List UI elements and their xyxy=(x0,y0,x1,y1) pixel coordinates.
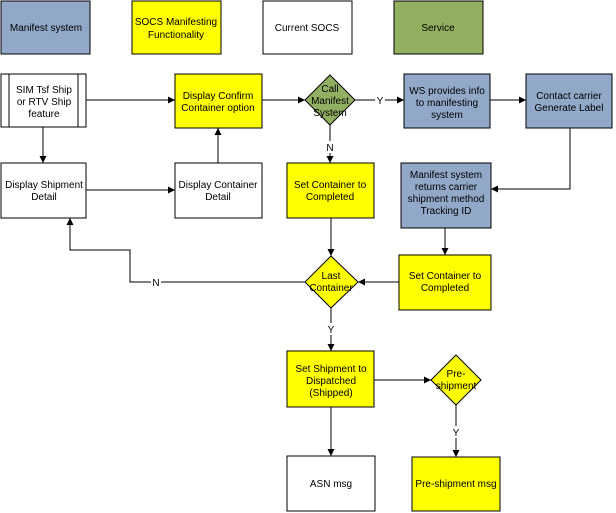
node-display-shipment-detail-line2: Detail xyxy=(31,192,57,203)
node-last-container-line1: Last xyxy=(322,271,341,282)
legend-socs-manifesting-label-line1: SOCS Manifesting xyxy=(135,17,217,28)
node-display-confirm-line1: Display Confirm xyxy=(183,91,254,102)
node-sim-feature-line1: SIM Tsf Ship xyxy=(16,85,72,96)
node-set-container-completed-2-line1: Set Container to xyxy=(409,271,482,282)
node-ws-provides-line1: WS provides info xyxy=(409,86,485,97)
node-pre-shipment-msg-label: Pre-shipment msg xyxy=(415,479,496,490)
legend-socs-manifesting: SOCS Manifesting Functionality xyxy=(131,0,222,55)
legend-manifest-system: Manifest system xyxy=(0,0,91,55)
node-call-manifest-line2: Manifest xyxy=(311,96,349,107)
legend-manifest-system-label: Manifest system xyxy=(10,23,82,34)
node-set-shipment-dispatched: Set Shipment to Dispatched (Shipped) xyxy=(286,350,375,408)
node-last-container-decision: Last Container xyxy=(304,255,359,309)
node-ws-provides-line3: system xyxy=(431,110,463,121)
node-display-container-detail-line1: Display Container xyxy=(179,180,259,191)
node-asn-msg: ASN msg xyxy=(286,455,376,512)
node-set-container-completed-1-line1: Set Container to xyxy=(294,180,367,191)
legend: Manifest system SOCS Manifesting Functio… xyxy=(0,0,484,55)
edge-label-call-no: N xyxy=(326,143,333,154)
node-display-confirm-line2: Container option xyxy=(181,103,254,114)
node-manifest-returns-line2: returns carrier xyxy=(415,182,478,193)
node-call-manifest-decision: Call Manifest System xyxy=(304,74,356,126)
node-display-container-detail-line2: Detail xyxy=(205,192,231,203)
legend-service: Service xyxy=(393,0,484,55)
legend-socs-manifesting-label-line2: Functionality xyxy=(148,30,204,41)
edge-label-last-no: N xyxy=(152,278,159,289)
legend-service-label: Service xyxy=(421,23,455,34)
node-sim-feature: SIM Tsf Ship or RTV Ship feature xyxy=(0,73,87,128)
node-set-container-completed-1: Set Container to Completed xyxy=(286,162,375,219)
node-set-shipment-dispatched-line3: (Shipped) xyxy=(309,388,352,399)
node-display-shipment-detail-line1: Display Shipment xyxy=(5,180,83,191)
node-pre-shipment-line1: Pre- xyxy=(447,369,466,380)
node-sim-feature-line3: feature xyxy=(28,109,60,120)
node-call-manifest-line3: System xyxy=(313,108,346,119)
node-asn-msg-label: ASN msg xyxy=(310,479,352,490)
node-display-shipment-detail: Display Shipment Detail xyxy=(0,162,87,219)
node-set-container-completed-1-line2: Completed xyxy=(306,192,354,203)
node-contact-carrier-line1: Contact carrier xyxy=(536,91,602,102)
edge-label-pre-yes: Y xyxy=(453,428,460,439)
node-set-container-completed-2: Set Container to Completed xyxy=(398,254,492,311)
node-ws-provides-line2: to manifesting xyxy=(416,98,478,109)
node-manifest-returns: Manifest system returns carrier shipment… xyxy=(400,162,492,229)
edge-label-call-yes: Y xyxy=(377,96,384,107)
node-set-shipment-dispatched-line2: Dispatched xyxy=(306,376,356,387)
node-set-shipment-dispatched-line1: Set Shipment to xyxy=(295,364,367,375)
node-display-confirm: Display Confirm Container option xyxy=(174,73,263,129)
node-ws-provides: WS provides info to manifesting system xyxy=(403,73,491,129)
node-manifest-returns-line3: shipment method xyxy=(408,194,485,205)
node-display-container-detail: Display Container Detail xyxy=(174,162,263,219)
edge-labels: Y N N Y Y xyxy=(151,94,461,439)
node-contact-carrier: Contact carrier Generate Label xyxy=(525,73,613,129)
node-set-container-completed-2-line2: Completed xyxy=(421,283,469,294)
node-manifest-returns-line1: Manifest system xyxy=(410,170,482,181)
node-call-manifest-line1: Call xyxy=(321,84,338,95)
node-sim-feature-line2: or RTV Ship xyxy=(17,97,72,108)
node-manifest-returns-line4: Tracking ID xyxy=(421,206,472,217)
legend-current-socs: Current SOCS xyxy=(262,0,353,55)
node-last-container-line2: Container xyxy=(309,283,353,294)
node-pre-shipment-msg: Pre-shipment msg xyxy=(411,456,501,512)
node-pre-shipment-line2: shipment xyxy=(436,381,477,392)
edge-last-container-no-to-display-shipment xyxy=(66,218,305,283)
edge-contact-carrier-to-manifest-returns xyxy=(491,128,571,193)
node-pre-shipment-decision: Pre- shipment xyxy=(430,354,482,406)
edge-label-last-yes: Y xyxy=(328,325,335,336)
legend-current-socs-label: Current SOCS xyxy=(275,23,340,34)
node-contact-carrier-line2: Generate Label xyxy=(535,103,604,114)
